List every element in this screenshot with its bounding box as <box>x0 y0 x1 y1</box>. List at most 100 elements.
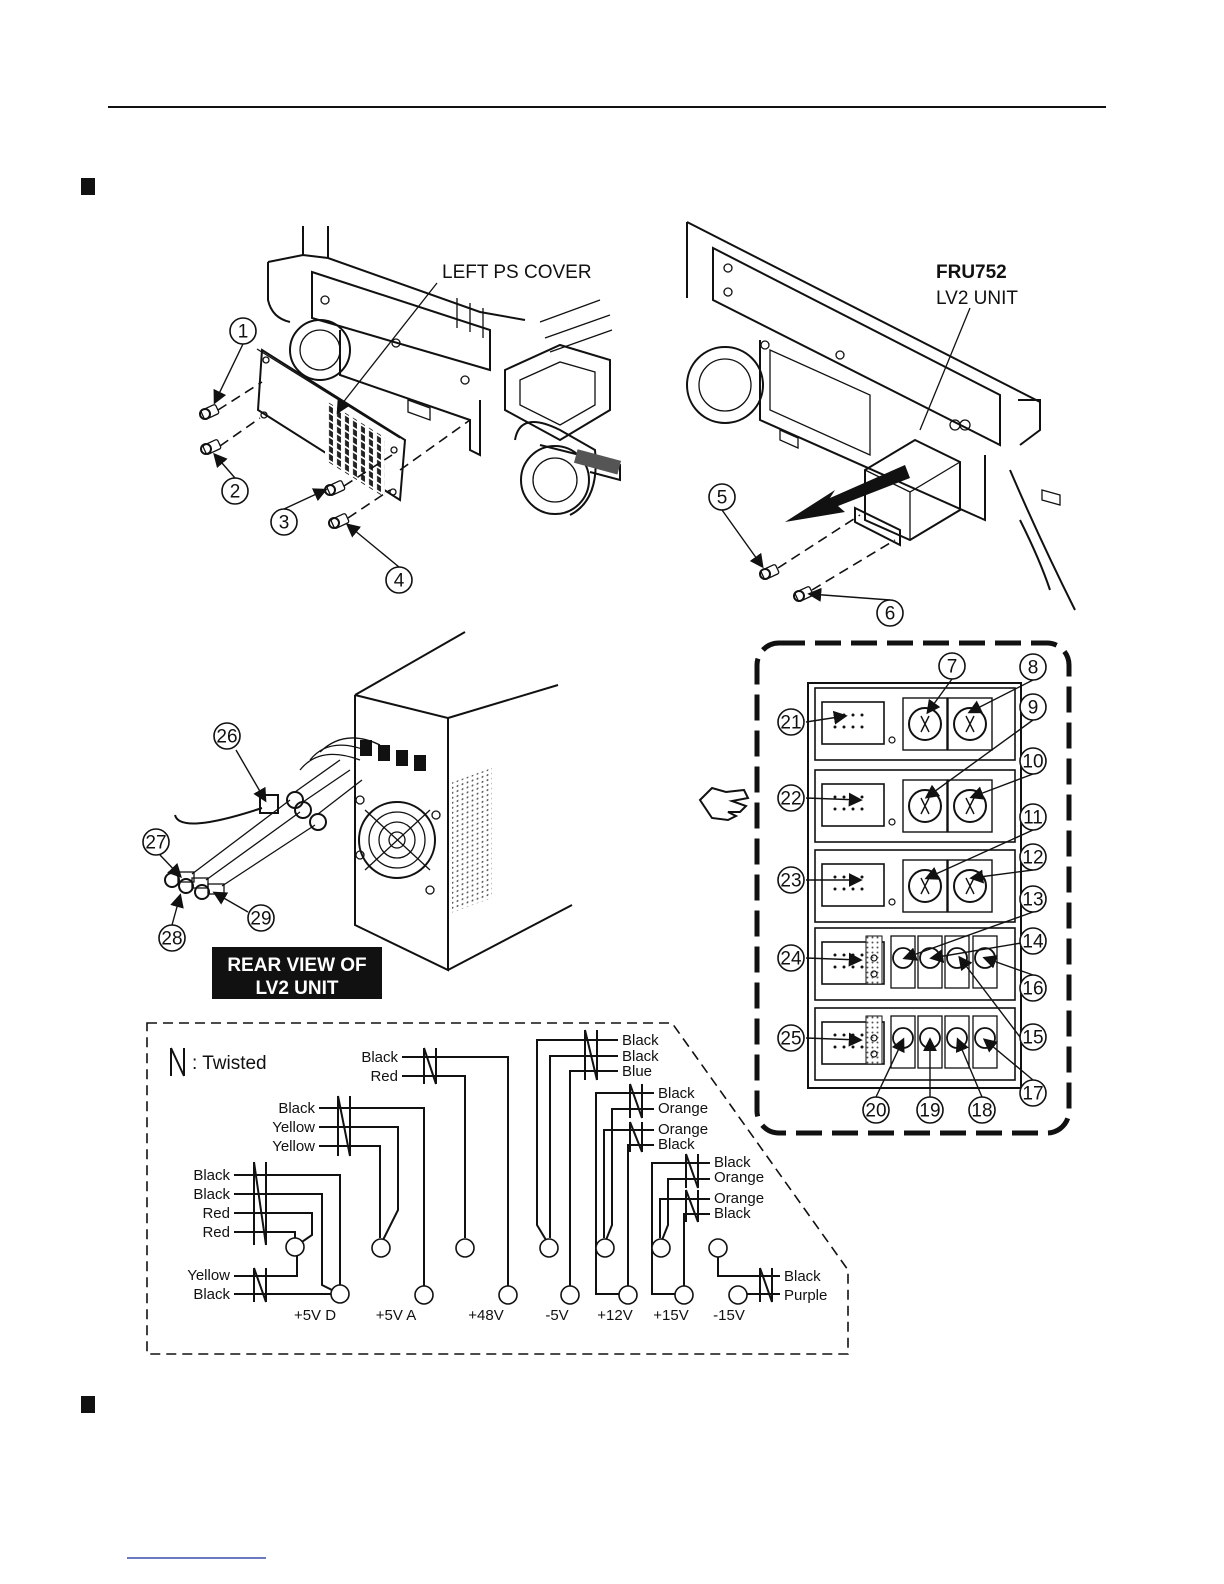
fru-code-label: FRU752 <box>936 262 1007 283</box>
svg-text:27: 27 <box>145 833 166 854</box>
wire-label: Black <box>193 1286 230 1303</box>
screw-29 <box>194 883 225 900</box>
svg-text:7: 7 <box>947 657 958 678</box>
callout-9: 9 <box>924 693 1047 799</box>
svg-text:6: 6 <box>885 604 896 625</box>
svg-text:4: 4 <box>394 571 405 592</box>
svg-text:23: 23 <box>780 871 801 892</box>
svg-text:9: 9 <box>1028 698 1039 719</box>
wire-label: Black <box>193 1167 230 1184</box>
wire-label: Black <box>622 1048 659 1065</box>
fru-unit-label: LV2 UNIT <box>936 288 1018 309</box>
callout-23: 23 <box>777 866 863 894</box>
svg-text:21: 21 <box>780 713 801 734</box>
svg-text:16: 16 <box>1022 979 1043 1000</box>
wire-label: Black <box>193 1186 230 1203</box>
svg-text:26: 26 <box>216 727 237 748</box>
panel-module-row <box>814 849 1016 923</box>
callout-10: 10 <box>969 747 1047 800</box>
terminal-label: +5V A <box>376 1307 416 1324</box>
svg-text:14: 14 <box>1022 932 1044 953</box>
callout-27: 27 <box>142 828 182 879</box>
wire-label: Red <box>370 1068 398 1085</box>
svg-text:18: 18 <box>971 1101 992 1122</box>
lv2-unit-removal-figure: FRU752 LV2 UNIT <box>686 221 1076 611</box>
callout-4: 4 <box>345 523 413 594</box>
callout-8: 8 <box>967 653 1047 714</box>
screw-5 <box>759 564 780 580</box>
wire-label: Red <box>202 1224 230 1241</box>
svg-text:15: 15 <box>1022 1028 1043 1049</box>
terminal-label: -15V <box>713 1307 745 1324</box>
terminal-label: +48V <box>468 1307 503 1324</box>
callout-15: 15 <box>958 955 1047 1051</box>
wire-label: Yellow <box>272 1119 315 1136</box>
pointing-hand-icon <box>698 786 750 822</box>
screw-1 <box>199 404 220 420</box>
panel-module-row <box>814 687 1016 761</box>
wire-label: Black <box>361 1049 398 1066</box>
callout-13: 13 <box>902 885 1047 961</box>
wiring-diagram: : Twisted <box>146 1022 849 1355</box>
callout-20: 20 <box>862 1037 905 1124</box>
terminal-label: +15V <box>653 1307 688 1324</box>
svg-text:19: 19 <box>919 1101 940 1122</box>
callout-12: 12 <box>969 843 1047 884</box>
wire-label: Black <box>622 1032 659 1049</box>
svg-text:2: 2 <box>230 482 241 503</box>
callout-25: 25 <box>777 1024 863 1052</box>
callout-29: 29 <box>212 891 275 932</box>
callout-17: 17 <box>982 1038 1047 1107</box>
panel-module-row <box>814 1007 1016 1081</box>
wire-label: Red <box>202 1205 230 1222</box>
wire-label: Orange <box>658 1121 708 1138</box>
wire-label: Black <box>714 1154 751 1171</box>
wire-label: Orange <box>714 1169 764 1186</box>
twisted-legend-label: : Twisted <box>192 1053 267 1074</box>
rear-view-figure: REAR VIEW OF LV2 UNIT <box>164 631 573 999</box>
screw-2 <box>200 439 222 455</box>
terminal-label: +12V <box>597 1307 632 1324</box>
svg-text:5: 5 <box>717 488 728 509</box>
svg-text:17: 17 <box>1022 1084 1043 1105</box>
svg-text:11: 11 <box>1023 808 1043 829</box>
callout-7: 7 <box>926 652 966 715</box>
svg-text:24: 24 <box>780 949 802 970</box>
wire-label: Yellow <box>272 1138 315 1155</box>
wire-label: Blue <box>622 1063 652 1080</box>
callout-18: 18 <box>955 1037 996 1124</box>
callout-3: 3 <box>270 488 328 536</box>
callout-22: 22 <box>777 784 863 812</box>
wire-label: Orange <box>658 1100 708 1117</box>
terminal-label: +5V D <box>294 1307 336 1324</box>
callout-21: 21 <box>777 708 848 736</box>
svg-text:3: 3 <box>279 513 290 534</box>
svg-text:1: 1 <box>238 322 249 343</box>
svg-text:20: 20 <box>865 1101 886 1122</box>
rear-view-label-box <box>212 947 382 999</box>
wire-label: Orange <box>714 1190 764 1207</box>
svg-text:25: 25 <box>780 1029 801 1050</box>
callout-26: 26 <box>213 722 267 803</box>
svg-text:8: 8 <box>1028 658 1039 679</box>
screw-3 <box>324 480 346 496</box>
callout-16: 16 <box>982 955 1047 1002</box>
wire-label: Yellow <box>187 1267 230 1284</box>
panel-module-row <box>814 769 1016 843</box>
callout-1: 1 <box>213 317 257 405</box>
terminal-label: -5V <box>545 1307 568 1324</box>
svg-text:22: 22 <box>780 789 801 810</box>
callout-28: 28 <box>158 893 186 952</box>
svg-text:13: 13 <box>1022 890 1043 911</box>
callout-24: 24 <box>777 944 863 972</box>
wire-label: Black <box>658 1136 695 1153</box>
rear-view-label-line2: LV2 UNIT <box>255 978 338 999</box>
wire-label: Black <box>278 1100 315 1117</box>
callout-2: 2 <box>213 452 249 505</box>
wire-label: Black <box>714 1205 751 1222</box>
screw-4 <box>328 513 350 529</box>
callout-11: 11 <box>924 803 1047 880</box>
left-ps-cover-label: LEFT PS COVER <box>442 262 592 283</box>
left-ps-cover-figure: LEFT PS COVER <box>199 226 622 529</box>
